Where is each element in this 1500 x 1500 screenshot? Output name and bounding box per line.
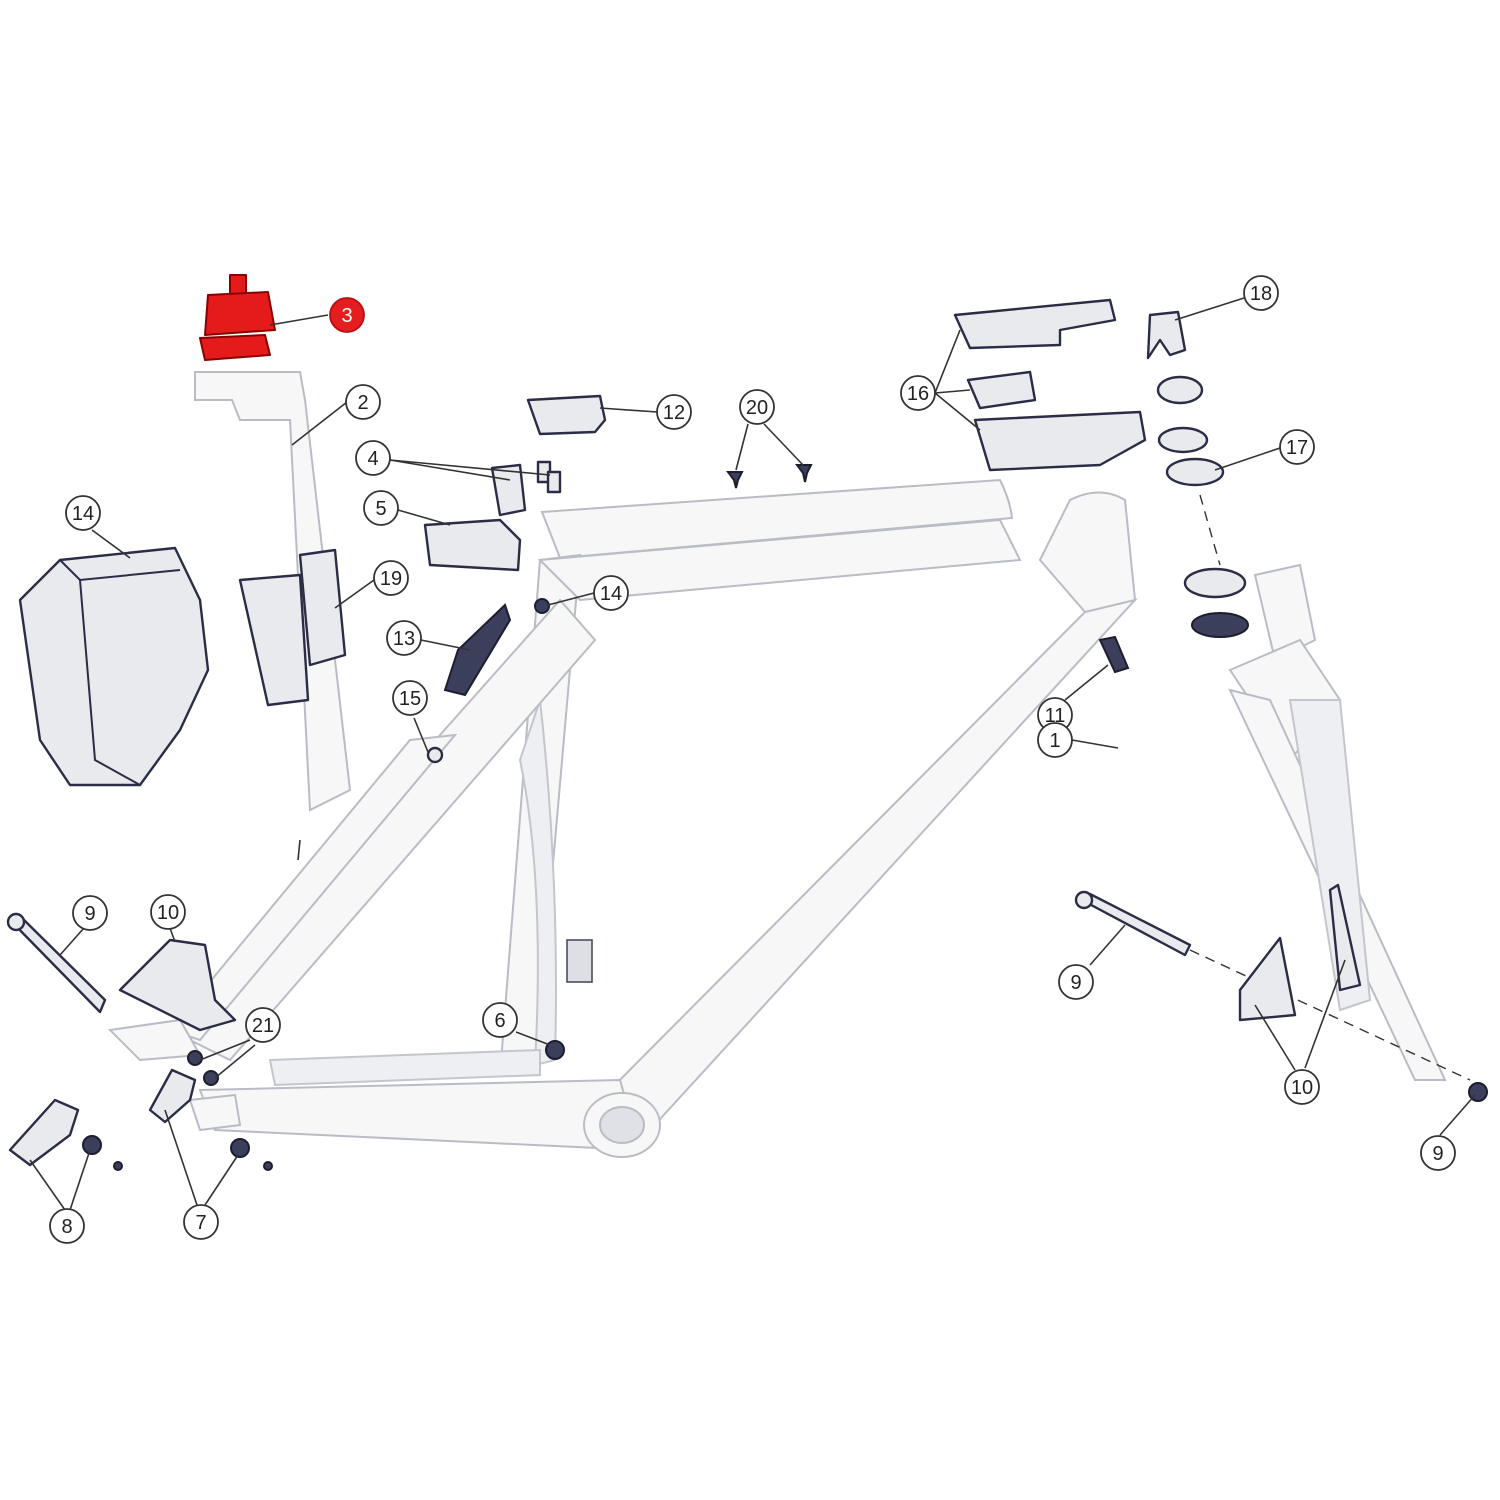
callout-label: 18 [1250, 283, 1272, 305]
chain-stay-inner [268, 1048, 541, 1087]
callout-label: 14 [600, 583, 622, 605]
callout-8: 8 [49, 1208, 85, 1244]
rear-mount [118, 938, 237, 1032]
seat-tube-arc [518, 699, 557, 1067]
callout-21: 21 [245, 1007, 281, 1043]
bolt [545, 1040, 565, 1060]
head-tube [1038, 491, 1137, 614]
top-tube-lower [537, 518, 1022, 602]
callout-label: 13 [393, 628, 415, 650]
callout-18: 18 [1243, 275, 1279, 311]
callout-9-nut: 9 [1420, 1135, 1456, 1171]
chain-stay [198, 1078, 642, 1152]
callout-label: 3 [341, 305, 352, 327]
compression-plug [1146, 310, 1187, 360]
frame-port [566, 939, 593, 983]
callout-4: 4 [355, 440, 391, 476]
callout-14-frame: 14 [593, 575, 629, 611]
top-tube [540, 478, 1014, 560]
thru-axle-front [1076, 892, 1192, 957]
callout-label: 14 [72, 503, 94, 525]
stem-spacer [966, 370, 1037, 410]
callout-label: 16 [907, 383, 929, 405]
callout-16: 16 [900, 375, 936, 411]
callout-7: 7 [183, 1204, 219, 1240]
callout-label: 20 [746, 397, 768, 419]
rear-dropout-2 [188, 1093, 242, 1132]
small-port [426, 746, 444, 764]
callout-6: 6 [482, 1002, 518, 1038]
callout-label: 2 [357, 392, 368, 414]
callout-11: 11 [1037, 697, 1073, 733]
callout-10-rear: 10 [150, 894, 186, 930]
callout-label: 17 [1286, 437, 1308, 459]
down-tube-cover [443, 603, 512, 697]
callout-5: 5 [363, 490, 399, 526]
seat-bracket [238, 573, 310, 707]
callout-label: 1 [1049, 730, 1060, 752]
callout-17: 17 [1279, 429, 1315, 465]
callout-label: 7 [195, 1212, 206, 1234]
callout-15: 15 [392, 680, 428, 716]
callout-label: 6 [494, 1010, 505, 1032]
callout-label: 4 [367, 448, 378, 470]
leader-lines [29, 297, 1476, 1211]
derailleur-hanger-2 [8, 1098, 80, 1167]
headset-cup [1156, 375, 1204, 405]
stem-bottom [973, 410, 1147, 472]
main-frame [107, 478, 1138, 1158]
callout-20: 20 [739, 389, 775, 425]
fork-leg-inner [1288, 699, 1372, 1012]
callout-9-rear: 9 [72, 895, 108, 931]
callout-label: 12 [663, 402, 685, 424]
small-bolt [187, 1050, 203, 1066]
callout-14-left: 14 [65, 495, 101, 531]
fork-mount [1238, 936, 1297, 1022]
callout-2: 2 [345, 384, 381, 420]
storage-box [18, 546, 210, 787]
callout-12: 12 [656, 394, 692, 430]
callout-13: 13 [386, 620, 422, 656]
callout-label: 8 [61, 1216, 72, 1238]
callout-label: 9 [1070, 972, 1081, 994]
cable-stop [1098, 635, 1130, 674]
callout-label: 9 [84, 903, 95, 925]
callout-10-front: 10 [1284, 1069, 1320, 1105]
stem-top [953, 298, 1117, 350]
callout-label: 15 [399, 688, 421, 710]
down-tube [588, 598, 1138, 1132]
screw [726, 471, 744, 489]
callout-1: 1 [1037, 722, 1073, 758]
cable-guide [490, 463, 527, 517]
cap [526, 394, 607, 436]
callout-3: 3 [329, 297, 365, 333]
callout-label: 11 [1045, 705, 1066, 727]
top-tube-cover [423, 518, 522, 572]
callout-label: 10 [157, 902, 179, 924]
callout-label: 10 [1291, 1077, 1313, 1099]
thru-axle-rear [8, 916, 107, 1014]
screw-2 [795, 464, 813, 483]
derailleur-hanger [148, 1068, 197, 1124]
plug [534, 598, 550, 614]
callout-9-front: 9 [1058, 964, 1094, 1000]
callout-19: 19 [373, 560, 409, 596]
callout-label: 9 [1432, 1143, 1443, 1165]
callout-label: 19 [380, 568, 402, 590]
seat-stay-2 [168, 733, 458, 1042]
callout-label: 5 [375, 498, 386, 520]
seat-clamp-part-highlighted [199, 274, 276, 361]
fork-steerer [1253, 563, 1317, 662]
callout-label: 21 [252, 1015, 274, 1037]
